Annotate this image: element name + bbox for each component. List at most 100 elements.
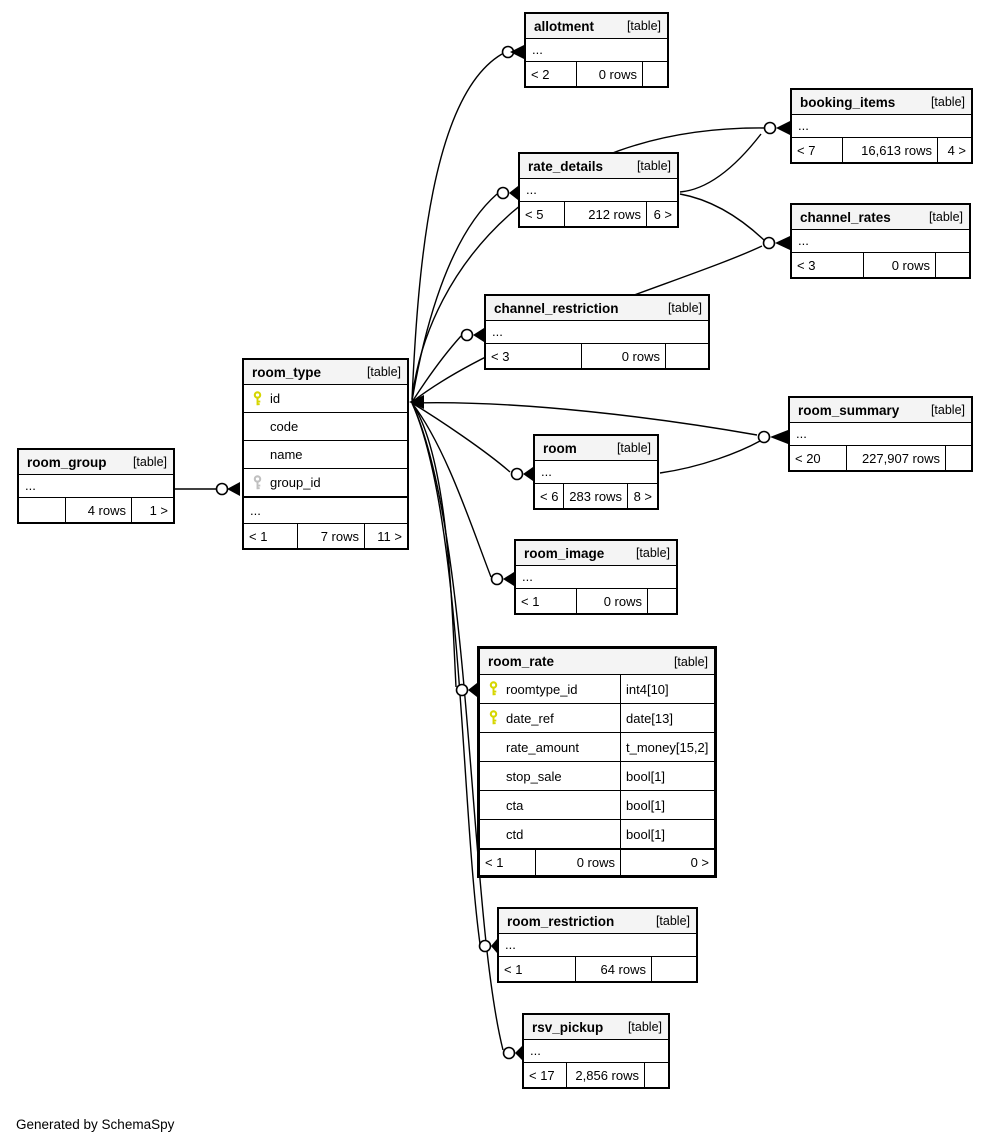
crowfoot-arrow — [523, 467, 533, 481]
row-count: 0 rows — [581, 344, 665, 368]
table-room-rate: room_rate [table] roomtype_id int4[10] d… — [477, 646, 717, 878]
foreign-key-icon — [244, 474, 270, 491]
row-count: 4 rows — [65, 498, 131, 522]
table-rate-details: rate_details [table] ... < 5 212 rows 6 … — [518, 152, 679, 228]
edge-ratedetails-booking-items — [679, 133, 762, 193]
table-tag: [table] — [655, 914, 690, 928]
table-allotment-header[interactable]: allotment [table] — [526, 14, 667, 39]
column-name: group_id — [270, 475, 321, 490]
table-name[interactable]: channel_rates — [800, 209, 891, 225]
column-name: cta — [506, 797, 524, 813]
table-room-rate-header[interactable]: room_rate [table] — [480, 649, 714, 675]
table-name[interactable]: channel_restriction — [494, 300, 619, 316]
crowfoot-arrow — [515, 1046, 522, 1060]
table-channel-rates-header[interactable]: channel_rates [table] — [792, 205, 969, 230]
table-booking-items-header[interactable]: booking_items [table] — [792, 90, 971, 115]
table-room-restriction-header[interactable]: room_restriction [table] — [499, 909, 696, 934]
table-room-image-header[interactable]: room_image [table] — [516, 541, 676, 566]
parents-count: < 1 — [249, 528, 268, 544]
edge-roomtype-room-summary — [411, 401, 758, 436]
column-name: rate_amount — [506, 739, 579, 755]
table-room-header[interactable]: room [table] — [535, 436, 657, 461]
zero-or-many-circle — [478, 939, 492, 953]
table-channel-restriction-header[interactable]: channel_restriction [table] — [486, 296, 708, 321]
table-room-summary: room_summary [table] ... < 20 227,907 ro… — [788, 396, 973, 472]
column-row: cta bool[1] — [480, 791, 714, 820]
table-room-group-header[interactable]: room_group [table] — [19, 450, 173, 475]
parents-count: < 20 — [795, 450, 821, 466]
table-room-image: room_image [table] ... < 1 0 rows — [514, 539, 678, 615]
table-room-group: room_group [table] ... 4 rows 1 > — [17, 448, 175, 524]
column-type: bool[1] — [620, 762, 714, 790]
row-count: 64 rows — [575, 957, 651, 981]
parents-count: < 1 — [485, 855, 504, 870]
table-name[interactable]: allotment — [534, 18, 595, 34]
collapsed-columns: ... — [792, 115, 971, 138]
crowfoot-arrow — [473, 328, 484, 342]
table-footer: < 1 0 rows — [516, 589, 676, 613]
column-row: date_ref date[13] — [480, 704, 714, 733]
table-tag: [table] — [366, 365, 401, 379]
column-type: t_money[15,2] — [620, 733, 714, 761]
column-row: roomtype_id int4[10] — [480, 675, 714, 704]
column-type: date[13] — [620, 704, 714, 732]
table-rsv-pickup-header[interactable]: rsv_pickup [table] — [524, 1015, 668, 1040]
table-allotment: allotment [table] ... < 2 0 rows — [524, 12, 669, 88]
table-room-type-header[interactable]: room_type [table] — [244, 360, 407, 385]
column-row: rate_amount t_money[15,2] — [480, 733, 714, 762]
children-count — [647, 589, 676, 613]
column-type: int4[10] — [620, 675, 714, 703]
children-count: 11 > — [364, 524, 407, 548]
row-count: 283 rows — [563, 484, 627, 508]
table-footer: < 5 212 rows 6 > — [520, 202, 677, 226]
table-name[interactable]: rate_details — [528, 158, 604, 174]
table-name[interactable]: room_restriction — [507, 913, 615, 929]
zero-or-many-circle — [763, 121, 777, 135]
collapsed-columns: ... — [516, 566, 676, 589]
table-footer: < 3 0 rows — [486, 344, 708, 368]
zero-or-many-circle — [510, 467, 524, 481]
table-tag: [table] — [626, 19, 661, 33]
table-room-restriction: room_restriction [table] ... < 1 64 rows — [497, 907, 698, 983]
table-name[interactable]: room_image — [524, 545, 605, 561]
zero-or-many-circle — [496, 186, 510, 200]
children-count — [935, 253, 969, 277]
children-count: 0 > — [620, 850, 714, 875]
children-count: 8 > — [627, 484, 657, 508]
edge-room-room-summary — [659, 440, 761, 474]
crowfoot-arrow — [503, 572, 514, 586]
table-tag: [table] — [667, 301, 702, 315]
column-type: bool[1] — [620, 820, 714, 848]
generator-credit: Generated by SchemaSpy — [16, 1117, 175, 1132]
column-name: code — [270, 419, 299, 434]
table-tag: [table] — [673, 654, 708, 669]
table-name[interactable]: booking_items — [800, 94, 896, 110]
table-tag: [table] — [928, 210, 963, 224]
table-footer: < 3 0 rows — [792, 253, 969, 277]
table-name[interactable]: rsv_pickup — [532, 1019, 604, 1035]
row-count: 7 rows — [297, 524, 364, 548]
parents-count: < 1 — [504, 961, 523, 977]
parents-count: < 17 — [529, 1067, 555, 1083]
table-name[interactable]: room_summary — [798, 402, 900, 418]
table-channel-rates: channel_rates [table] ... < 3 0 rows — [790, 203, 971, 279]
children-count: 1 > — [131, 498, 173, 522]
table-room-summary-header[interactable]: room_summary [table] — [790, 398, 971, 423]
crowfoot-arrow — [510, 45, 524, 59]
children-count — [642, 62, 667, 86]
table-name[interactable]: room_type — [252, 364, 322, 380]
table-tag: [table] — [132, 455, 167, 469]
children-count — [644, 1063, 668, 1087]
zero-or-many-circle — [455, 683, 469, 697]
edge-roomtype-room-rate — [411, 402, 457, 688]
crowfoot-arrow — [468, 683, 477, 697]
row-count: 0 rows — [576, 589, 647, 613]
collapsed-columns: ... — [792, 230, 969, 253]
table-footer: < 6 283 rows 8 > — [535, 484, 657, 508]
table-name[interactable]: room_rate — [488, 654, 555, 669]
table-name[interactable]: room — [543, 440, 577, 456]
crowfoot-arrow — [770, 430, 788, 444]
table-name[interactable]: room_group — [27, 454, 107, 470]
table-rate-details-header[interactable]: rate_details [table] — [520, 154, 677, 179]
